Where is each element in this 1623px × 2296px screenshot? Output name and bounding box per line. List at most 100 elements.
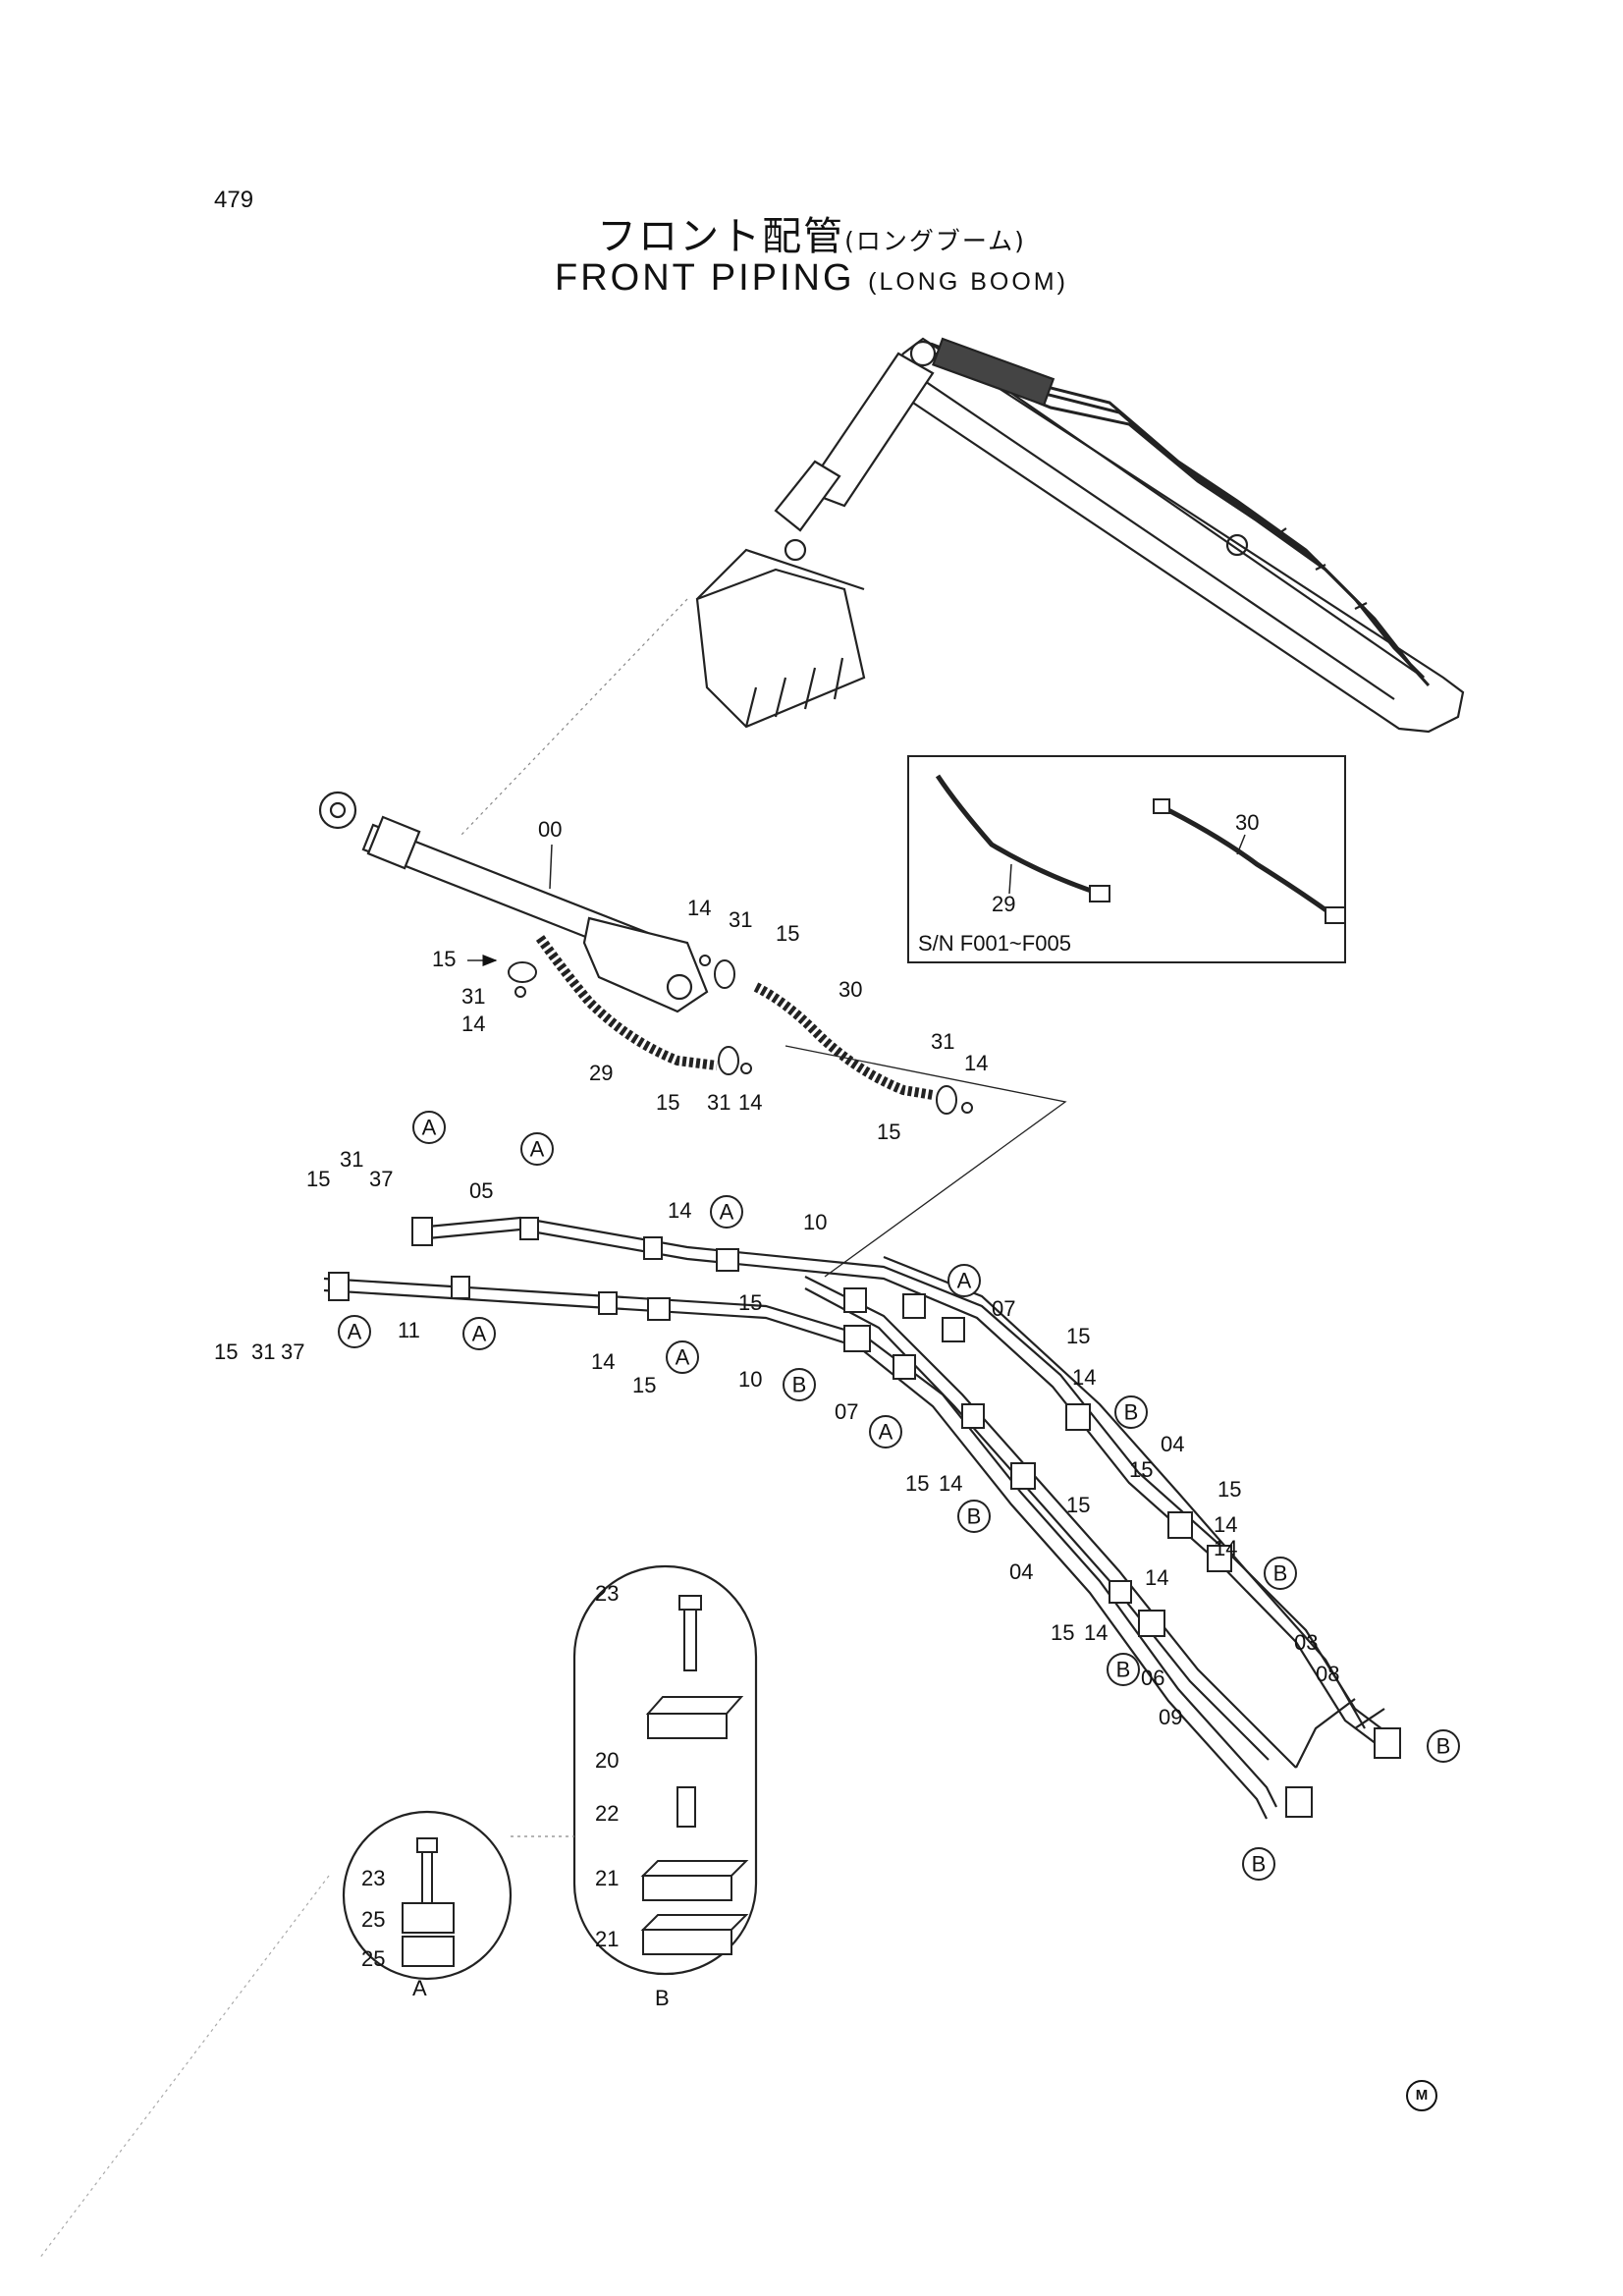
callout-31-left: 31 <box>461 984 485 1009</box>
bubble-b: B <box>967 1504 982 1529</box>
title-en-main: FRONT PIPING <box>555 257 855 299</box>
detail-b-label: B <box>655 1986 670 2010</box>
bubble-b: B <box>1124 1400 1139 1425</box>
bubble-a: A <box>879 1420 893 1445</box>
callout-15-p6: 15 <box>1066 1493 1090 1517</box>
bubble-a: A <box>472 1322 487 1346</box>
callout-00: 00 <box>538 817 562 842</box>
callout-10-bottom: 10 <box>738 1367 762 1392</box>
callout-15-left: 15 <box>432 947 456 971</box>
bubble-a: A <box>348 1320 362 1344</box>
bubble-a: A <box>530 1137 545 1162</box>
callout-14-p9: 14 <box>1084 1620 1108 1645</box>
callout-15-a: 15 <box>306 1167 330 1191</box>
callout-15-p5: 15 <box>1129 1457 1153 1482</box>
callout-04-top: 04 <box>1161 1432 1184 1456</box>
hose-fittings <box>508 955 973 1115</box>
callout-31-b: 31 <box>251 1339 275 1364</box>
callout-11: 11 <box>398 1318 420 1342</box>
callout-03: 03 <box>1294 1630 1318 1655</box>
callout-29: 29 <box>589 1061 613 1085</box>
bubble-b: B <box>1116 1658 1131 1682</box>
callout-09: 09 <box>1159 1705 1182 1729</box>
callout-14-p8: 14 <box>1214 1536 1237 1560</box>
callout-08: 08 <box>1316 1662 1339 1686</box>
callout-31-right: 31 <box>931 1029 954 1054</box>
callout-04-bottom: 04 <box>1009 1559 1033 1584</box>
corner-leader <box>38 1875 330 2260</box>
detail-a-25-upper: 25 <box>361 1907 385 1932</box>
callout-14-p1: 14 <box>668 1198 691 1223</box>
bucket-cylinder <box>318 791 709 1013</box>
callout-14-p4: 14 <box>939 1471 962 1496</box>
detail-b-21-upper: 21 <box>595 1866 619 1890</box>
callout-31-a: 31 <box>340 1147 363 1172</box>
detail-view-a: 23 25 25 A <box>342 1810 513 2000</box>
callout-30: 30 <box>839 977 862 1002</box>
bubble-b: B <box>1436 1734 1451 1759</box>
pipe-clamps <box>328 1217 1401 1818</box>
callout-07-top: 07 <box>992 1296 1015 1321</box>
bubble-b: B <box>792 1373 807 1397</box>
callout-15-right: 15 <box>877 1120 900 1144</box>
excavator-front-overview <box>695 337 1465 734</box>
registered-mark: M <box>1406 2080 1437 2111</box>
detail-b-21-lower: 21 <box>595 1927 619 1951</box>
callout-14-mid: 14 <box>738 1090 762 1115</box>
bubble-b: B <box>1252 1852 1267 1877</box>
detail-view-b: 23 20 22 21 21 B <box>572 1564 758 2010</box>
callout-31-mid: 31 <box>707 1090 730 1115</box>
callout-15-p7: 15 <box>1217 1477 1241 1502</box>
hose-30 <box>753 982 934 1100</box>
callout-05: 05 <box>469 1178 493 1203</box>
serial-range-label: S/N F001~F005 <box>918 931 1071 956</box>
detail-a-label: A <box>412 1976 427 2000</box>
inset-part-29: 29 <box>992 892 1015 916</box>
title-en-sub: (LONG BOOM) <box>868 268 1068 296</box>
callout-14-p10: 14 <box>1145 1565 1168 1590</box>
callout-15-b: 15 <box>214 1339 238 1364</box>
callout-14-p7: 14 <box>1214 1512 1237 1537</box>
bubble-b: B <box>1273 1561 1288 1586</box>
bubble-a: A <box>676 1345 690 1370</box>
callout-37-b: 37 <box>281 1339 304 1364</box>
serial-inset: 29 30 S/N F001~F005 <box>907 755 1346 963</box>
bubble-a: A <box>720 1200 734 1225</box>
detail-b-22: 22 <box>595 1801 619 1826</box>
steel-pipes <box>323 1216 1395 1820</box>
callout-15-p1: 15 <box>738 1290 762 1315</box>
callout-15-p2: 15 <box>632 1373 656 1397</box>
bubble-a: A <box>422 1116 437 1140</box>
callout-15-p3: 15 <box>1066 1324 1090 1348</box>
callout-14-top: 14 <box>687 896 711 920</box>
callout-15-mid: 15 <box>656 1090 679 1115</box>
callout-07-bottom: 07 <box>835 1399 858 1424</box>
overview-leader <box>460 598 688 836</box>
detail-a-23: 23 <box>361 1866 385 1890</box>
title-english: FRONT PIPING (LONG BOOM) <box>0 257 1623 300</box>
callout-15-top: 15 <box>776 921 799 946</box>
callout-10-top: 10 <box>803 1210 827 1234</box>
hose-29 <box>535 935 718 1070</box>
callout-06: 06 <box>1141 1666 1164 1690</box>
bubble-a: A <box>957 1269 972 1293</box>
ref-bubbles <box>338 1111 1460 1881</box>
title-jp-sub: (ロングブーム) <box>844 227 1026 255</box>
title-japanese: フロント配管(ロングブーム) <box>0 204 1623 261</box>
detail-b-23: 23 <box>595 1581 619 1606</box>
callout-14-p3: 14 <box>1072 1365 1096 1390</box>
callout-14-right: 14 <box>964 1051 988 1075</box>
detail-b-20: 20 <box>595 1748 619 1773</box>
callout-14-left: 14 <box>461 1011 485 1036</box>
callout-14-p2: 14 <box>591 1349 615 1374</box>
page-number: 479 <box>214 187 254 213</box>
title-jp-main: フロント配管 <box>597 214 845 259</box>
callout-37-a: 37 <box>369 1167 393 1191</box>
callout-31-top: 31 <box>729 907 752 932</box>
detail-a-25-lower: 25 <box>361 1946 385 1971</box>
callout-15-p4: 15 <box>905 1471 929 1496</box>
callout-15-p9: 15 <box>1051 1620 1074 1645</box>
ref-bubble-labels: A A A A A A A B B A B B B B B <box>348 1116 1451 1877</box>
inset-part-30: 30 <box>1235 810 1259 835</box>
